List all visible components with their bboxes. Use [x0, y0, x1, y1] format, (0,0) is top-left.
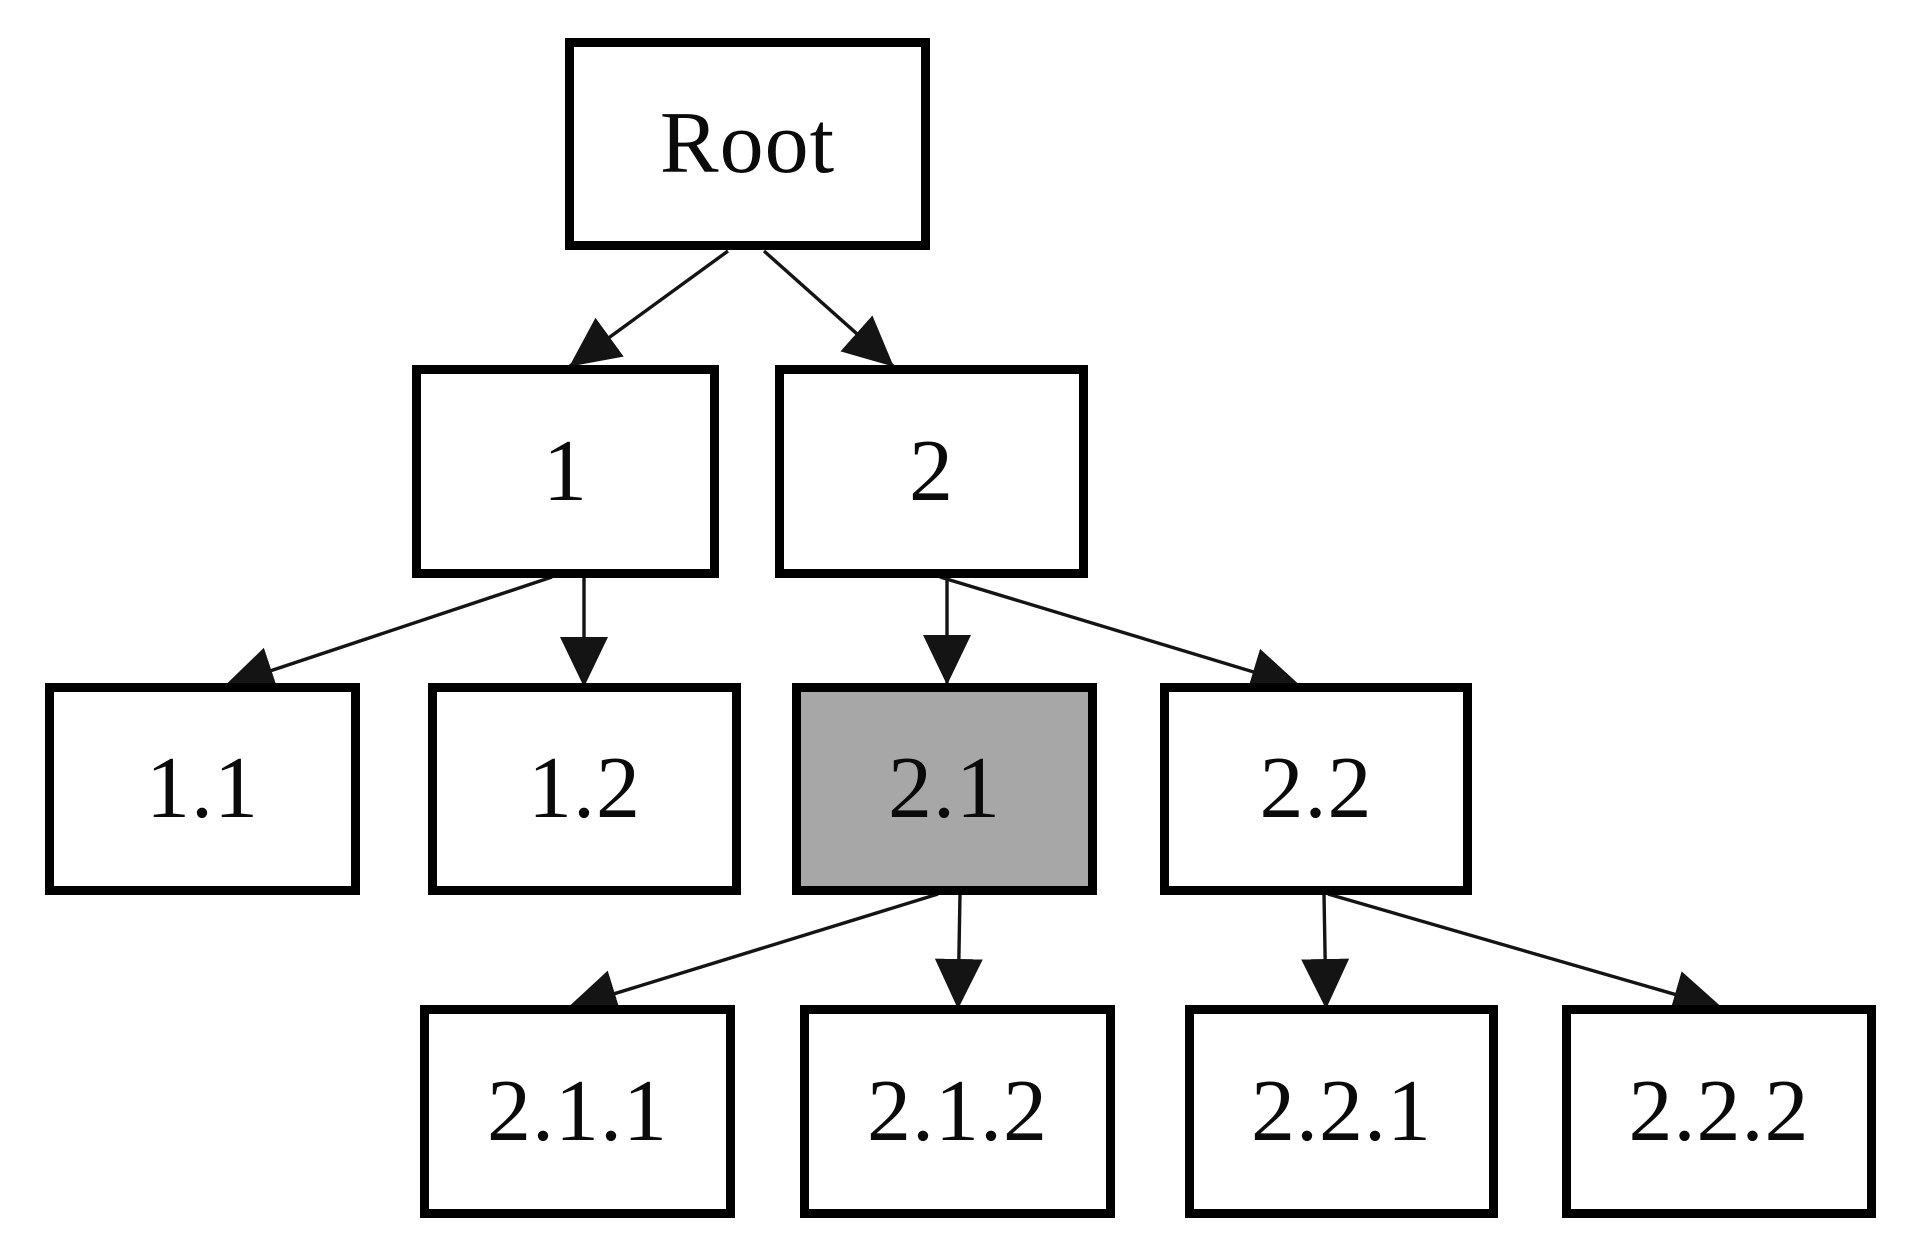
node-2-2-1: 2.2.1: [1185, 1005, 1498, 1218]
node-2-label: 2: [909, 422, 954, 520]
edge-2-2.2: [939, 575, 1301, 695]
edge-1-1.1: [224, 575, 553, 694]
node-2-2: 2.2: [1160, 683, 1472, 895]
edge-root-2: [762, 249, 895, 368]
node-1-label: 1: [543, 422, 588, 520]
edge-2.1-2.1.2: [934, 893, 983, 1009]
node-2-1-highlighted: 2.1: [792, 683, 1097, 895]
node-2-1-1: 2.1.1: [420, 1005, 735, 1218]
node-2-2-1-label: 2.2.1: [1251, 1062, 1432, 1160]
node-2-1-2: 2.1.2: [800, 1005, 1115, 1218]
node-2: 2: [775, 365, 1088, 578]
edge-2.2-2.2.2: [1327, 892, 1723, 1018]
node-root-label: Root: [659, 95, 836, 192]
node-1-1-label: 1.1: [146, 740, 259, 837]
node-root: Root: [565, 38, 930, 250]
node-1-2-label: 1.2: [528, 740, 641, 837]
edge-2.1-2.1.1: [567, 892, 939, 1017]
edge-root-1: [568, 249, 730, 368]
node-2-1-label: 2.1: [888, 740, 1001, 837]
node-1: 1: [412, 365, 719, 578]
node-2-1-2-label: 2.1.2: [867, 1062, 1048, 1160]
node-2-2-2: 2.2.2: [1562, 1005, 1876, 1218]
node-1-2: 1.2: [428, 683, 741, 895]
node-2-1-1-label: 2.1.1: [487, 1062, 668, 1160]
node-2-2-label: 2.2: [1259, 740, 1373, 837]
node-2-2-2-label: 2.2.2: [1628, 1062, 1810, 1160]
edge-2.2-2.2.1: [1301, 893, 1350, 1009]
node-1-1: 1.1: [45, 683, 360, 895]
